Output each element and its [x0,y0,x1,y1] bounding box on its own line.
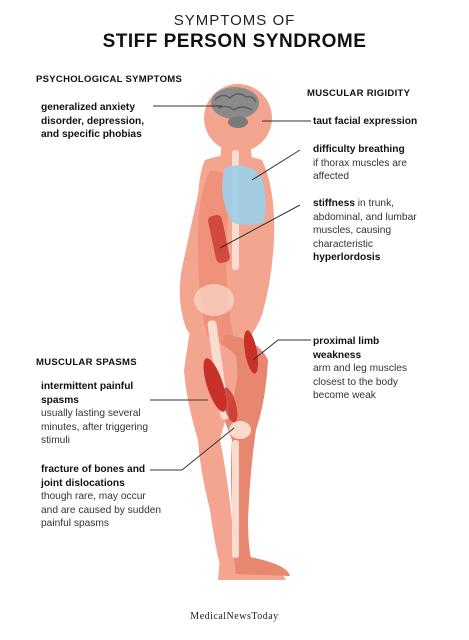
label-anxiety: generalized anxiety disorder, depression… [41,101,159,142]
label-fracture-title: fracture of bones and joint dislocations [41,464,146,489]
label-proximal-title: proximal limb weakness [313,336,380,361]
line-proximal [252,339,279,361]
label-facial-title: taut facial expression [313,116,418,127]
section-psychological-symptoms: PSYCHOLOGICAL SYMPTOMS [36,74,183,85]
label-fracture-desc: though rare, may occur and are caused by… [41,491,162,529]
label-spasms-title: intermittent painful spasms [41,381,134,406]
label-fracture: fracture of bones and joint dislocations… [41,463,165,531]
label-stiffness-term: hyperlordosis [313,252,381,263]
muscles [203,214,259,423]
brain-icon [211,87,259,128]
lungs-icon [222,165,266,225]
line-stiffness [219,204,301,249]
label-anxiety-title: generalized anxiety disorder, depression… [41,102,145,140]
label-stiffness-title: stiffness [313,198,355,209]
line-fracture-d [181,427,235,471]
calf-muscle [222,387,238,423]
label-proximal-desc: arm and leg muscles closest to the body … [313,363,407,401]
label-facial-expression: taut facial expression [313,115,453,129]
label-painful-spasms: intermittent painful spasms usually last… [41,380,159,448]
section-muscular-spasms: MUSCULAR SPASMS [36,357,137,368]
label-breathing-desc: if thorax muscles are affected [313,157,407,183]
label-stiffness: stiffness in trunk, abdominal, and lumba… [313,197,433,265]
label-spasms-desc: usually lasting several minutes, after t… [41,408,149,446]
tibia [232,440,239,558]
lumbar-muscle [208,214,230,264]
upper-leg-muscle [243,330,259,374]
label-breathing: difficulty breathing if thorax muscles a… [313,143,433,184]
label-breathing-title: difficulty breathing [313,144,405,155]
subtitle: SYMPTOMS OF [173,12,296,29]
label-proximal-weakness: proximal limb weakness arm and leg muscl… [313,335,428,403]
knee-joint [229,421,251,439]
section-muscular-rigidity: MUSCULAR RIGIDITY [307,88,411,99]
thigh-muscle [203,358,227,412]
page-title: STIFF PERSON SYNDROME [102,31,367,52]
line-breathing [251,149,301,181]
label-stiffness-desc: in trunk, abdominal, and lumbar muscles,… [313,198,417,250]
brand-logo: MedicalNewsToday [190,611,279,622]
leader-lines [150,105,311,471]
back-foot [234,556,290,576]
pelvis [194,284,234,316]
